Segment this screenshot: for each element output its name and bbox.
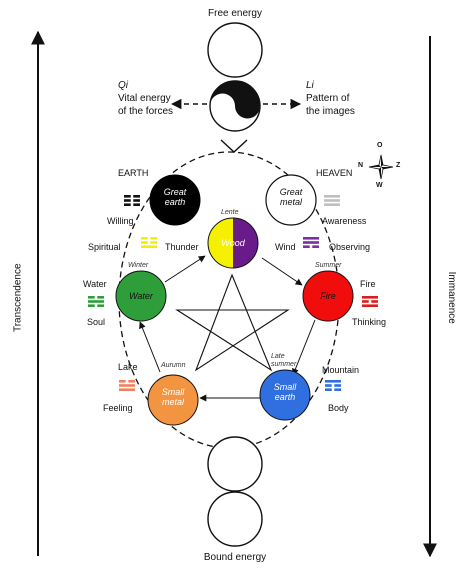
fire-circle xyxy=(302,270,354,322)
free-energy-label: Free energy xyxy=(208,8,262,19)
fire-label: Fire xyxy=(360,279,376,289)
compass-letter-bottom: W xyxy=(376,182,383,189)
immanence-label: Immanence xyxy=(445,271,457,324)
willing-label: Willing xyxy=(107,216,134,226)
yin-yang-icon xyxy=(209,80,261,132)
fire-text: Fire xyxy=(320,291,336,301)
qi-line2: of the forces xyxy=(118,106,174,117)
pentagram-star xyxy=(175,273,290,372)
arrow-water-to-wood xyxy=(164,255,206,283)
mountain-trigram-icon xyxy=(325,380,341,391)
water-circle xyxy=(115,270,167,322)
heaven-trigram-icon xyxy=(324,195,340,206)
great-metal-circle xyxy=(265,174,317,226)
arrow-smallmetal-to-water xyxy=(139,321,161,373)
soul-label: Soul xyxy=(87,317,106,327)
arrow-fire-to-smallearth xyxy=(292,319,316,376)
li-line2: the images xyxy=(306,106,355,117)
thunder-label: Thunder xyxy=(165,242,199,252)
li-line1: Pattern of xyxy=(306,93,350,104)
season-winter: Winter xyxy=(128,262,149,269)
bound-energy-label: Bound energy xyxy=(203,552,267,563)
wind-label: Wind xyxy=(275,242,296,252)
water-label: Water xyxy=(83,279,107,289)
mountain-label: Mountain xyxy=(322,365,360,375)
compass-letter-right: Z xyxy=(396,162,401,169)
chevron-down-icon xyxy=(220,139,248,153)
great-earth-circle xyxy=(149,174,201,226)
small-metal-circle xyxy=(147,374,199,426)
compass-letter-left: N xyxy=(358,162,364,169)
observing-label: Observing xyxy=(329,242,371,252)
wood-text: Wood xyxy=(221,238,245,248)
free-energy-circle xyxy=(207,22,263,78)
qi-line1: Vital energy xyxy=(118,93,171,104)
bound-energy-circle-lower xyxy=(207,491,263,547)
transcendence-label: Transcendence xyxy=(12,263,24,333)
season-summer: Summer xyxy=(315,262,342,269)
water-text: Water xyxy=(129,291,153,301)
feeling-label: Feeling xyxy=(103,403,133,413)
body-label: Body xyxy=(328,403,349,413)
li-title: Li xyxy=(306,80,314,91)
compass-letter-top: O xyxy=(377,142,383,149)
water-trigram-icon xyxy=(88,296,104,307)
thinking-label: Thinking xyxy=(352,317,387,327)
arrow-wood-to-fire xyxy=(261,257,303,286)
small-earth-circle xyxy=(259,369,311,421)
season-aurumn: Aurumn xyxy=(161,362,186,369)
compass-icon xyxy=(368,154,394,180)
earth-trigram-icon xyxy=(124,195,140,206)
lake-trigram-icon xyxy=(119,380,135,391)
qi-title: Qi xyxy=(118,80,128,91)
lake-label: Lake xyxy=(118,362,138,372)
wind-trigram-icon xyxy=(303,237,319,248)
thunder-trigram-icon xyxy=(141,237,157,248)
season-lente: Lente xyxy=(221,209,239,216)
spiritual-label: Spiritual xyxy=(88,242,121,252)
heaven-label: HEAVEN xyxy=(316,168,353,178)
wood-circle xyxy=(207,217,259,269)
fire-trigram-icon xyxy=(362,296,378,307)
awareness-label: Awareness xyxy=(322,216,367,226)
bound-energy-circle-upper xyxy=(207,436,263,492)
earth-label: EARTH xyxy=(118,168,149,178)
